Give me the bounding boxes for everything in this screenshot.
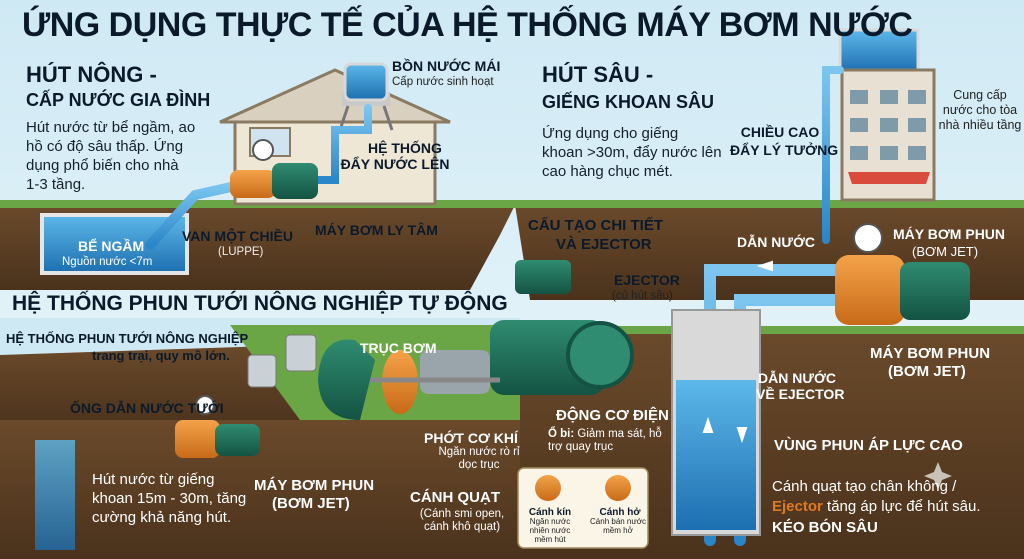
agri-jet-pump-label-2: (BƠM JET) (272, 495, 350, 512)
jet-pump-mid-label-2: (BƠM JET) (888, 363, 966, 380)
page-title: ỨNG DỤNG THỰC TẾ CỦA HỆ THỐNG MÁY BƠM NƯ… (22, 6, 913, 44)
grass-strip-deep (520, 326, 1024, 334)
jet-pump-top-label-1: MÁY BƠM PHUN (893, 226, 1006, 242)
agri-heading: HỆ THỐNG PHUN TƯỚI NÔNG NGHIỆP TỰ ĐỘNG (12, 292, 508, 315)
centrifugal-pump (230, 139, 318, 199)
roof-tank-sublabel: Cấp nước sinh hoạt (392, 76, 494, 88)
deep-description: Ứng dụng cho giếng khoan >30m, đẩy nước … (542, 125, 722, 180)
seal-label: PHỚT CƠ KHÍ (424, 430, 518, 446)
deep-footer-line3: KÉO BÓN SÂU (772, 519, 878, 536)
centrifugal-pump-label: MÁY BƠM LY TÂM (315, 222, 438, 238)
farm-subsoil (0, 420, 520, 559)
flow-arrows (702, 260, 773, 444)
open-impeller-icon (605, 475, 631, 501)
water-line-label: DẪN NƯỚC (737, 234, 815, 250)
check-valve-sublabel: (LUPPE) (218, 246, 264, 258)
agri-system-label-1: HỆ THỐNG PHUN TƯỚI NÔNG NGHIỆP (6, 331, 249, 346)
bearing-note: Ổ bi: Giảm ma sát, hỗ trợ quay trục (548, 428, 678, 454)
agri-jet-pump-label-1: MÁY BƠM PHUN (254, 477, 375, 494)
deep-heading-line1: HÚT SÂU - (542, 62, 654, 87)
ejector-sublabel: (củ hút sâu) (612, 290, 673, 302)
impeller-label: CÁNH QUẠT (410, 489, 500, 506)
deep-heading-line2: GIẾNG KHOAN SÂU (542, 92, 715, 112)
push-system-label-2: ĐẨY NƯỚC LÊN (340, 156, 450, 172)
jet-pump-deep (835, 223, 970, 325)
roof-tank-label: BỒN NƯỚC MÁI (392, 58, 501, 74)
shallow-heading-line2: CẤP NƯỚC GIA ĐÌNH (26, 90, 211, 110)
ideal-height-label-2: ĐẨY LÝ TƯỞNG (730, 142, 839, 158)
jet-pump-top-label-2: (BƠM JET) (912, 244, 979, 259)
open-impeller-sub: Cánh bán nước mềm hở (590, 517, 646, 535)
deep-footer-line1: Cánh quạt tạo chân không / (772, 478, 957, 495)
impeller-sublabel: (Cánh smi open, cánh khô quạt) (419, 508, 505, 533)
shallow-heading-line1: HÚT NÔNG - (26, 62, 157, 87)
agri-description: Hút nước từ giếng khoan 15m - 30m, tăng … (92, 471, 247, 526)
to-ejector-label-1: DẪN NƯỚC (758, 370, 836, 386)
apartment-building (838, 28, 936, 202)
bearing-label: Ổ bi: (548, 428, 575, 440)
grass-strip-right (515, 200, 1024, 208)
closed-impeller-title: Cánh kín (528, 507, 572, 518)
bearing-desc: Giảm ma sát, hỗ trợ quay trục (548, 428, 662, 453)
detail-heading-line2: VÀ EJECTOR (556, 236, 652, 253)
open-impeller-title: Cánh hở (599, 507, 641, 518)
shallow-pipes (145, 104, 372, 250)
underground-tank-label: BỂ NGẦM (78, 238, 145, 254)
seal-sublabel: Ngăn nước rò rỉ dọc trục (438, 446, 520, 471)
ideal-height-label-1: CHIỀU CAO (740, 124, 820, 140)
irrigation-pipe-label: ỐNG DẪN NƯỚC TƯỚI (70, 400, 224, 416)
check-valve-label: VAN MỘT CHIỀU (182, 228, 293, 244)
shaft-label: TRỤC BƠM (360, 340, 437, 356)
sparkle-icon (924, 462, 952, 490)
underground-tank-sublabel: Nguồn nước <7m (62, 256, 153, 268)
closed-impeller-icon (535, 475, 561, 501)
ejector-highlight: Ejector (772, 498, 823, 515)
deep-footer-line2: Ejector tăng áp lực để hút sâu. (772, 498, 981, 515)
agri-system-label-2: trang trại, quy mô lớn. (92, 348, 230, 363)
motor-label: ĐỘNG CƠ ĐIỆN (556, 407, 669, 424)
deep-footer-line2-rest: tăng áp lực để hút sâu. (822, 498, 981, 515)
push-system-label-1: HỆ THỐNG (368, 140, 442, 156)
roof-tank (338, 62, 394, 131)
shallow-description: Hút nước từ bể ngầm, ao hồ có độ sâu thấ… (26, 119, 196, 193)
motor-exploded (318, 260, 634, 420)
detail-heading-line1: CẤU TẠO CHI TIẾT (528, 217, 663, 234)
deep-well-water (676, 380, 756, 530)
agri-system (35, 334, 317, 550)
closed-impeller-sub: Ngăn nước nhiên nước mềm hút (529, 517, 571, 544)
ejector-label: EJECTOR (614, 272, 680, 288)
to-ejector-label-2: VỀ EJECTOR (756, 386, 845, 402)
high-pressure-zone-label: VÙNG PHUN ÁP LỰC CAO (774, 437, 963, 454)
jet-pump-mid-label-1: MÁY BƠM PHUN (870, 345, 991, 362)
building-supply-label: Cung cấp nước cho tòa nhà nhiều tầng (938, 88, 1022, 132)
